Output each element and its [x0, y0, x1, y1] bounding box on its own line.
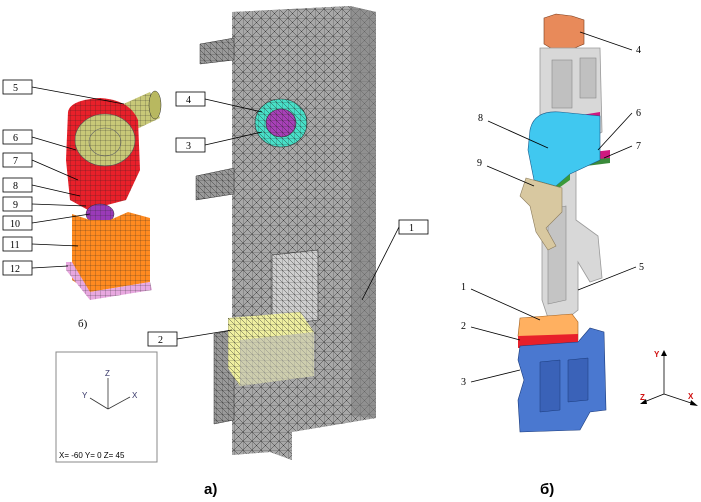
purple-bearing [85, 203, 115, 225]
axes-inset: Z Y X X= -60 Y= 0 Z= 45 [55, 351, 158, 463]
svg-text:10: 10 [10, 219, 20, 230]
svg-text:8: 8 [13, 181, 18, 192]
coordinates-readout: X= -60 Y= 0 Z= 45 [59, 451, 125, 460]
right-label-9: 9 [477, 158, 482, 169]
right-label-3: 3 [461, 377, 466, 388]
olive-disc [74, 113, 136, 167]
cyan-hub-ring [254, 98, 308, 148]
right-label-1: 1 [461, 282, 466, 293]
label-box-8: 8 [2, 177, 81, 197]
axis-y-label: Y [82, 391, 88, 400]
svg-text:12: 12 [10, 264, 20, 275]
label-box-11: 11 [2, 236, 79, 252]
label-box-6: 6 [2, 129, 77, 151]
label-box-12: 12 [2, 260, 69, 276]
svg-text:1: 1 [409, 223, 414, 234]
right-axis-z-label: Z [640, 393, 645, 402]
svg-text:7: 7 [13, 156, 18, 167]
right-label-4: 4 [636, 45, 641, 56]
right-section-model [517, 13, 610, 433]
svg-text:5: 5 [13, 83, 18, 94]
label-box-3-mid: 3 [175, 131, 263, 153]
right-label-6: 6 [636, 108, 641, 119]
label-box-9: 9 [2, 196, 87, 212]
right-label-7: 7 [636, 141, 641, 152]
caption-a: а) [204, 481, 217, 498]
svg-text:9: 9 [13, 200, 18, 211]
caption-b: б) [540, 481, 554, 498]
right-label-group: 4 8 6 7 9 1 5 2 3 [461, 31, 644, 388]
svg-text:2: 2 [158, 335, 163, 346]
right-axis-x-label: X [688, 392, 694, 401]
label-box-1-mid: 1 [361, 219, 429, 301]
left-assembly-model [66, 90, 162, 300]
svg-text:11: 11 [10, 240, 20, 251]
label-box-5: 5 [2, 79, 125, 105]
orange-base [72, 212, 150, 292]
right-label-5: 5 [639, 262, 644, 273]
right-axis-y-label: Y [654, 350, 660, 359]
right-axes: Y Z X [640, 350, 698, 406]
svg-text:6: 6 [13, 133, 18, 144]
label-box-7: 7 [2, 152, 79, 181]
mesh-frame-model [195, 6, 376, 460]
svg-text:4: 4 [186, 95, 191, 106]
axis-z-label: Z [105, 369, 110, 378]
right-label-2: 2 [461, 321, 466, 332]
axis-x-label: X [132, 391, 138, 400]
right-label-8: 8 [478, 113, 483, 124]
svg-text:3: 3 [186, 141, 191, 152]
yellow-block [228, 312, 314, 386]
label-box-2-mid: 2 [147, 329, 233, 347]
pink-plate [66, 262, 152, 300]
left-label-group: 5 6 7 8 9 10 11 [2, 79, 125, 276]
middle-label-group: 4 3 1 2 [147, 91, 429, 347]
label-box-4-mid: 4 [175, 91, 263, 113]
label-box-10: 10 [2, 213, 91, 231]
caption-b-small: б) [78, 318, 88, 330]
